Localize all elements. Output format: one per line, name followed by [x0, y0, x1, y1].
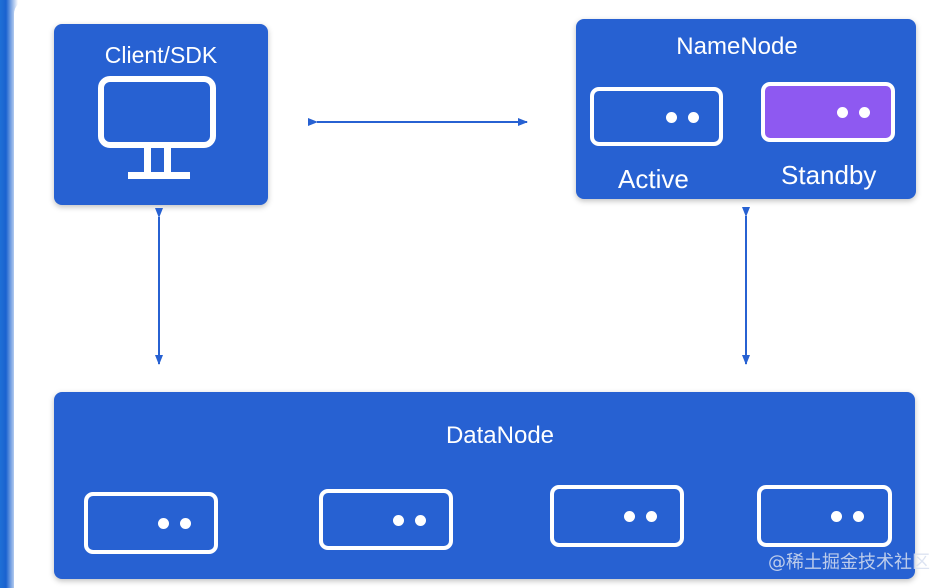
datanode-label: DataNode	[445, 422, 555, 449]
standby-label: Standby	[781, 160, 877, 190]
datanode-server-icon	[84, 492, 218, 554]
standby-server-icon	[761, 82, 895, 142]
datanode-server-icon	[319, 489, 453, 550]
monitor-icon	[98, 76, 216, 179]
datanode-server-icon	[757, 485, 892, 547]
namenode-label: NameNode	[676, 33, 798, 60]
namenode-box: NameNode Active Standby	[576, 19, 916, 199]
client-sdk-box: Client/SDK	[54, 24, 268, 205]
active-server-icon	[590, 87, 723, 146]
datanode-server-icon	[550, 485, 684, 547]
datanode-box: DataNode	[54, 392, 915, 579]
active-label: Active	[618, 164, 689, 194]
watermark: @稀土掘金技术社区	[768, 552, 930, 573]
client-sdk-label: Client/SDK	[104, 42, 218, 68]
